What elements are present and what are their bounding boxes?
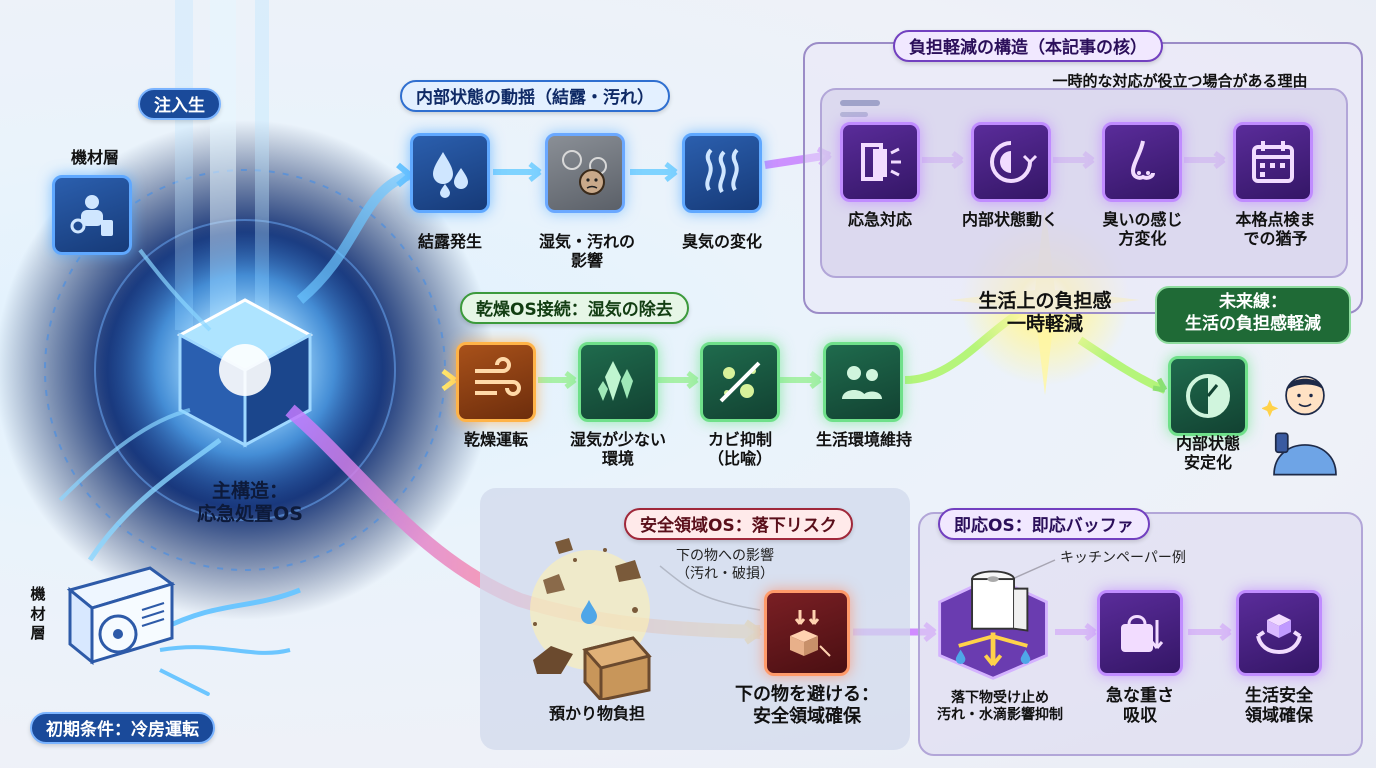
row2-label-living: 生活環境維持 [815, 430, 912, 449]
row2-tile-dry [456, 342, 536, 422]
burden-tile-smell [1102, 122, 1182, 202]
row2-tile-lowhumid [578, 342, 658, 422]
cycle-arrow-icon [990, 141, 1038, 183]
future-title: 未来線： 生活の負担感軽減 [1155, 286, 1351, 344]
calendar-icon [1252, 141, 1294, 183]
falling-debris-icon [530, 538, 652, 700]
nose-icon [1130, 140, 1155, 180]
burden-label-emergency: 応急対応 [847, 210, 912, 229]
safety-tile-label: 下の物を避ける： 安全領域確保 [735, 684, 879, 727]
buffer-tile-weight [1097, 590, 1183, 676]
buffer-label-safe: 生活安全 領域確保 [1245, 686, 1313, 727]
row2-label-mold: カビ抑制 （比喩） [707, 430, 772, 469]
future-tile-stable [1168, 356, 1248, 436]
row1-title: 内部状態の動揺（結露・汚れ） [400, 80, 670, 112]
grime-face-icon [562, 150, 607, 195]
wind-lines-icon [475, 357, 521, 396]
buffer-title: 即応OS：即応バッファ [938, 508, 1150, 540]
row2-label-dry: 乾燥運転 [463, 430, 528, 449]
burden-tile-state [971, 122, 1051, 202]
burden-subtitle: 一時的な対応が役立つ場合がある理由 [1052, 72, 1308, 90]
safety-title: 安全領域OS：落下リスク [624, 508, 853, 540]
row2-tile-mold [700, 342, 780, 422]
row1-tile-condensation [410, 133, 490, 213]
crystals-icon [598, 361, 633, 401]
hands-cube-icon [1256, 614, 1302, 655]
core-label-line1: 主構造： [211, 480, 288, 502]
initial-condition-label: 初期条件：冷房運転 [30, 712, 215, 744]
burden-label-smell: 臭いの感じ 方変化 [1102, 210, 1183, 249]
gauge-icon [1186, 374, 1230, 418]
row2-title: 乾燥OS接続：湿気の除去 [460, 292, 689, 324]
row2-label-lowhumid: 湿気が少ない 環境 [569, 430, 666, 469]
paper-roll-icon [938, 570, 1048, 680]
odor-waves-icon [705, 148, 739, 194]
buffer-tile-safe [1236, 590, 1322, 676]
row2-tile-living [823, 342, 903, 422]
future-title-line2: 生活の負担感軽減 [1185, 314, 1321, 335]
equipment-layer-label-top: 機材層 [70, 148, 119, 167]
mold-slash-icon [719, 361, 761, 403]
falling-box-icon [790, 610, 831, 657]
row1-label-condensation: 結露発生 [417, 232, 482, 251]
burden-label-calendar: 本格点検ま での猶予 [1235, 210, 1316, 249]
burden-tile-emergency [840, 122, 920, 202]
burden-tile-calendar [1233, 122, 1313, 202]
safety-tile-avoid [764, 590, 850, 676]
equipment-layer-label-bottom: 機 材 層 [30, 585, 46, 642]
core-label-line2: 応急処置OS [197, 502, 303, 525]
buffer-callout: キッチンペーパー例 [1060, 550, 1186, 566]
row1-label-grime: 湿気・汚れの 影響 [538, 232, 635, 271]
people-icon [842, 366, 882, 399]
row1-label-odor: 臭気の変化 [681, 232, 762, 251]
emergency-door-icon [861, 143, 901, 181]
burden-title: 負担軽減の構造（本記事の核） [893, 30, 1163, 62]
core-label: 主構造： 応急処置OS [170, 480, 330, 526]
burden-doc-strip-2 [840, 112, 868, 117]
water-drops-icon [433, 152, 468, 198]
buffer-label-paper: 落下物受け止め 汚れ・水滴影響抑制 [937, 690, 1063, 723]
buffer-label-weight: 急な重さ 吸収 [1106, 686, 1174, 727]
row1-tile-grime [545, 133, 625, 213]
future-label-stable: 内部状態 安定化 [1175, 434, 1240, 473]
row1-tile-odor [682, 133, 762, 213]
future-title-line1: 未来線： [1219, 292, 1287, 312]
air-conditioner-icon [66, 566, 176, 666]
relief-label: 生活上の負担感 一時軽減 [978, 290, 1112, 335]
people-device-icon [70, 195, 113, 236]
safety-debris-label: 預かり物負担 [548, 704, 645, 723]
burden-label-state: 内部状態動く [961, 210, 1058, 229]
person-with-phone-icon [1262, 375, 1337, 476]
injection-label: 注入生 [138, 88, 221, 120]
weight-bag-icon [1121, 615, 1164, 652]
safety-callout: 下の物への影響 （汚れ・破損） [676, 548, 774, 582]
equipment-layer-tile [52, 175, 132, 255]
burden-doc-strip [840, 100, 880, 106]
